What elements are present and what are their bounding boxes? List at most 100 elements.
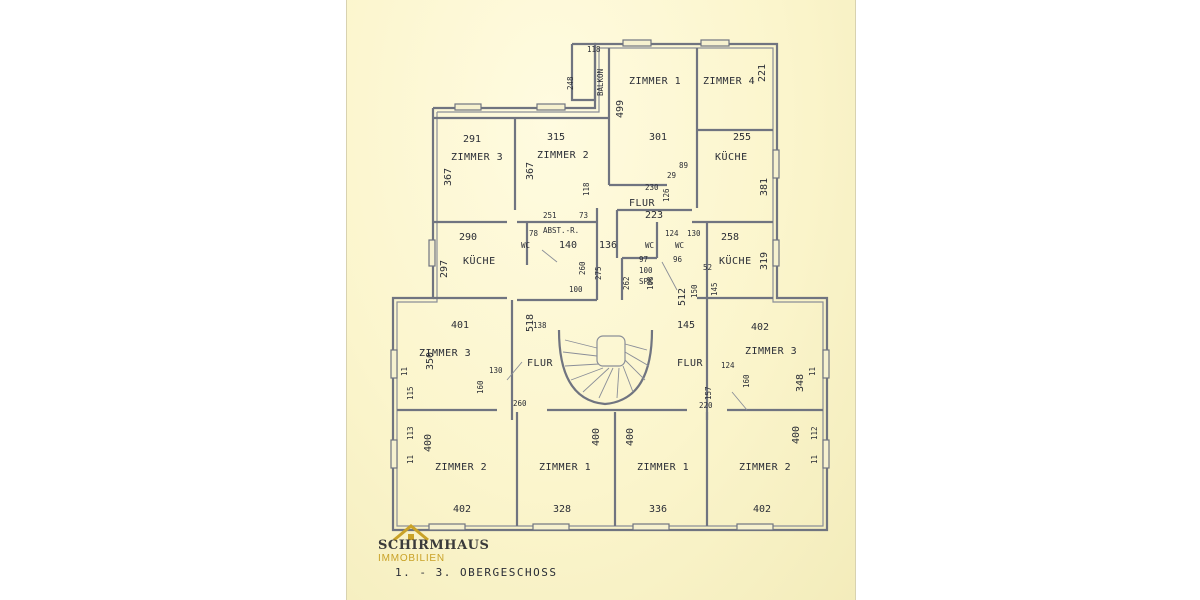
dimension-label: 297 <box>439 260 450 278</box>
dimension-label: 157 <box>704 386 713 400</box>
dimension-label: 138 <box>533 321 547 330</box>
dimension-label: 230 <box>645 183 659 192</box>
room-label: BALKON <box>596 69 605 96</box>
dimension-label: 113 <box>406 426 415 440</box>
room-label: FLUR <box>629 198 656 209</box>
doors <box>506 249 748 411</box>
dimension-label: 255 <box>733 132 751 143</box>
dimension-label: 29 <box>667 171 676 180</box>
fixture-label: WC <box>521 241 530 250</box>
dimension-label: 124 <box>721 361 735 370</box>
dimension-label: 402 <box>453 504 471 515</box>
dimension-label: 381 <box>759 178 770 196</box>
room-label: ABST.-R. <box>543 226 579 235</box>
dimension-label: 258 <box>721 232 739 243</box>
windows <box>390 39 830 531</box>
room-label: ZIMMER 2 <box>435 462 487 473</box>
dimension-label: 118 <box>587 45 601 54</box>
dimension-label: 11 <box>400 367 409 376</box>
room-label: FLUR <box>527 358 554 369</box>
dimension-label: 262 <box>622 276 631 290</box>
dimension-label: 220 <box>699 401 713 410</box>
dimension-label: 400 <box>791 426 802 444</box>
dimension-label: 367 <box>443 168 454 186</box>
dimension-label: 145 <box>677 320 695 331</box>
dimension-labels: 118 248 221 499 291 315 301 255 367 367 … <box>400 45 819 515</box>
dimension-label: 78 <box>529 229 539 238</box>
room-label: KÜCHE <box>719 254 752 267</box>
room-label: ZIMMER 1 <box>637 462 689 473</box>
dimension-label: 275 <box>594 266 603 280</box>
dimension-label: 145 <box>710 282 719 296</box>
dimension-label: 290 <box>459 232 477 243</box>
plan-caption: 1. - 3. OBERGESCHOSS <box>395 566 557 579</box>
dimension-label: 11 <box>810 455 819 464</box>
room-label: ZIMMER 4 <box>703 76 755 87</box>
room-label: ZIMMER 3 <box>419 348 471 359</box>
dimension-label: 402 <box>753 504 771 515</box>
room-label: KÜCHE <box>715 150 748 163</box>
dimension-label: 160 <box>742 374 751 388</box>
dimension-label: 518 <box>525 314 536 332</box>
dimension-label: 11 <box>406 455 415 464</box>
room-label: ZIMMER 2 <box>537 150 589 161</box>
dimension-label: 400 <box>625 428 636 446</box>
dimension-label: 52 <box>703 263 712 272</box>
dimension-label: 348 <box>795 374 806 392</box>
dimension-label: 336 <box>649 504 667 515</box>
dimension-label: 328 <box>553 504 571 515</box>
dimension-label: 160 <box>476 380 485 394</box>
dimension-label: 223 <box>645 210 663 221</box>
dimension-label: 512 <box>677 288 688 306</box>
dimension-label: 100 <box>569 285 583 294</box>
room-label: KÜCHE <box>463 254 496 267</box>
dimension-label: 400 <box>591 428 602 446</box>
dimension-label: 112 <box>810 426 819 440</box>
dimension-label: 150 <box>690 284 699 298</box>
dimension-label: 130 <box>687 229 701 238</box>
dimension-label: 221 <box>757 64 768 82</box>
room-label: ZIMMER 2 <box>739 462 791 473</box>
dimension-label: 367 <box>525 162 536 180</box>
brand-subtitle: IMMOBILIEN <box>378 553 445 564</box>
dimension-label: 315 <box>547 132 565 143</box>
brand-name: SCHIRMHAUS <box>378 538 490 553</box>
window-icon <box>408 534 414 540</box>
dimension-label: 130 <box>489 366 503 375</box>
roof-icon <box>393 524 429 542</box>
room-label: FLUR <box>677 358 704 369</box>
brand-logo <box>393 524 429 542</box>
dimension-label: 136 <box>599 240 617 251</box>
dimension-label: 499 <box>615 100 626 118</box>
dimension-label: 124 <box>665 229 679 238</box>
dimension-label: 73 <box>579 211 588 220</box>
room-label: ZIMMER 1 <box>629 76 681 87</box>
dimension-label: 248 <box>566 76 575 90</box>
dimension-label: 291 <box>463 134 481 145</box>
dimension-label: 301 <box>649 132 667 143</box>
dimension-label: 402 <box>751 322 769 333</box>
dimension-label: 100 <box>639 266 653 275</box>
staircase <box>557 329 654 406</box>
fixture-label: WC <box>675 241 684 250</box>
fixture-labels: WC WC WC SPK <box>521 241 684 286</box>
dimension-label: 115 <box>406 386 415 400</box>
dimension-label: 401 <box>451 320 469 331</box>
dimension-label: 118 <box>582 182 591 196</box>
dimension-label: 126 <box>662 188 671 202</box>
dimension-label: 97 <box>639 255 648 264</box>
room-label: ZIMMER 1 <box>539 462 591 473</box>
room-label: ZIMMER 3 <box>451 152 503 163</box>
dimension-label: 260 <box>513 399 527 408</box>
dimension-label: 260 <box>578 261 587 275</box>
floor-plan-drawing: ZIMMER 1 ZIMMER 4 ZIMMER 3 ZIMMER 2 KÜCH… <box>390 39 830 579</box>
interior-walls <box>397 48 823 526</box>
fixture-label: WC <box>645 241 654 250</box>
fixture-label: SPK <box>639 277 653 286</box>
dimension-label: 140 <box>559 240 577 251</box>
room-label: ZIMMER 3 <box>745 346 797 357</box>
dimension-label: 89 <box>679 161 688 170</box>
dimension-label: 108 <box>646 276 655 290</box>
outer-walls <box>391 42 829 532</box>
room-labels: ZIMMER 1 ZIMMER 4 ZIMMER 3 ZIMMER 2 KÜCH… <box>419 69 797 473</box>
